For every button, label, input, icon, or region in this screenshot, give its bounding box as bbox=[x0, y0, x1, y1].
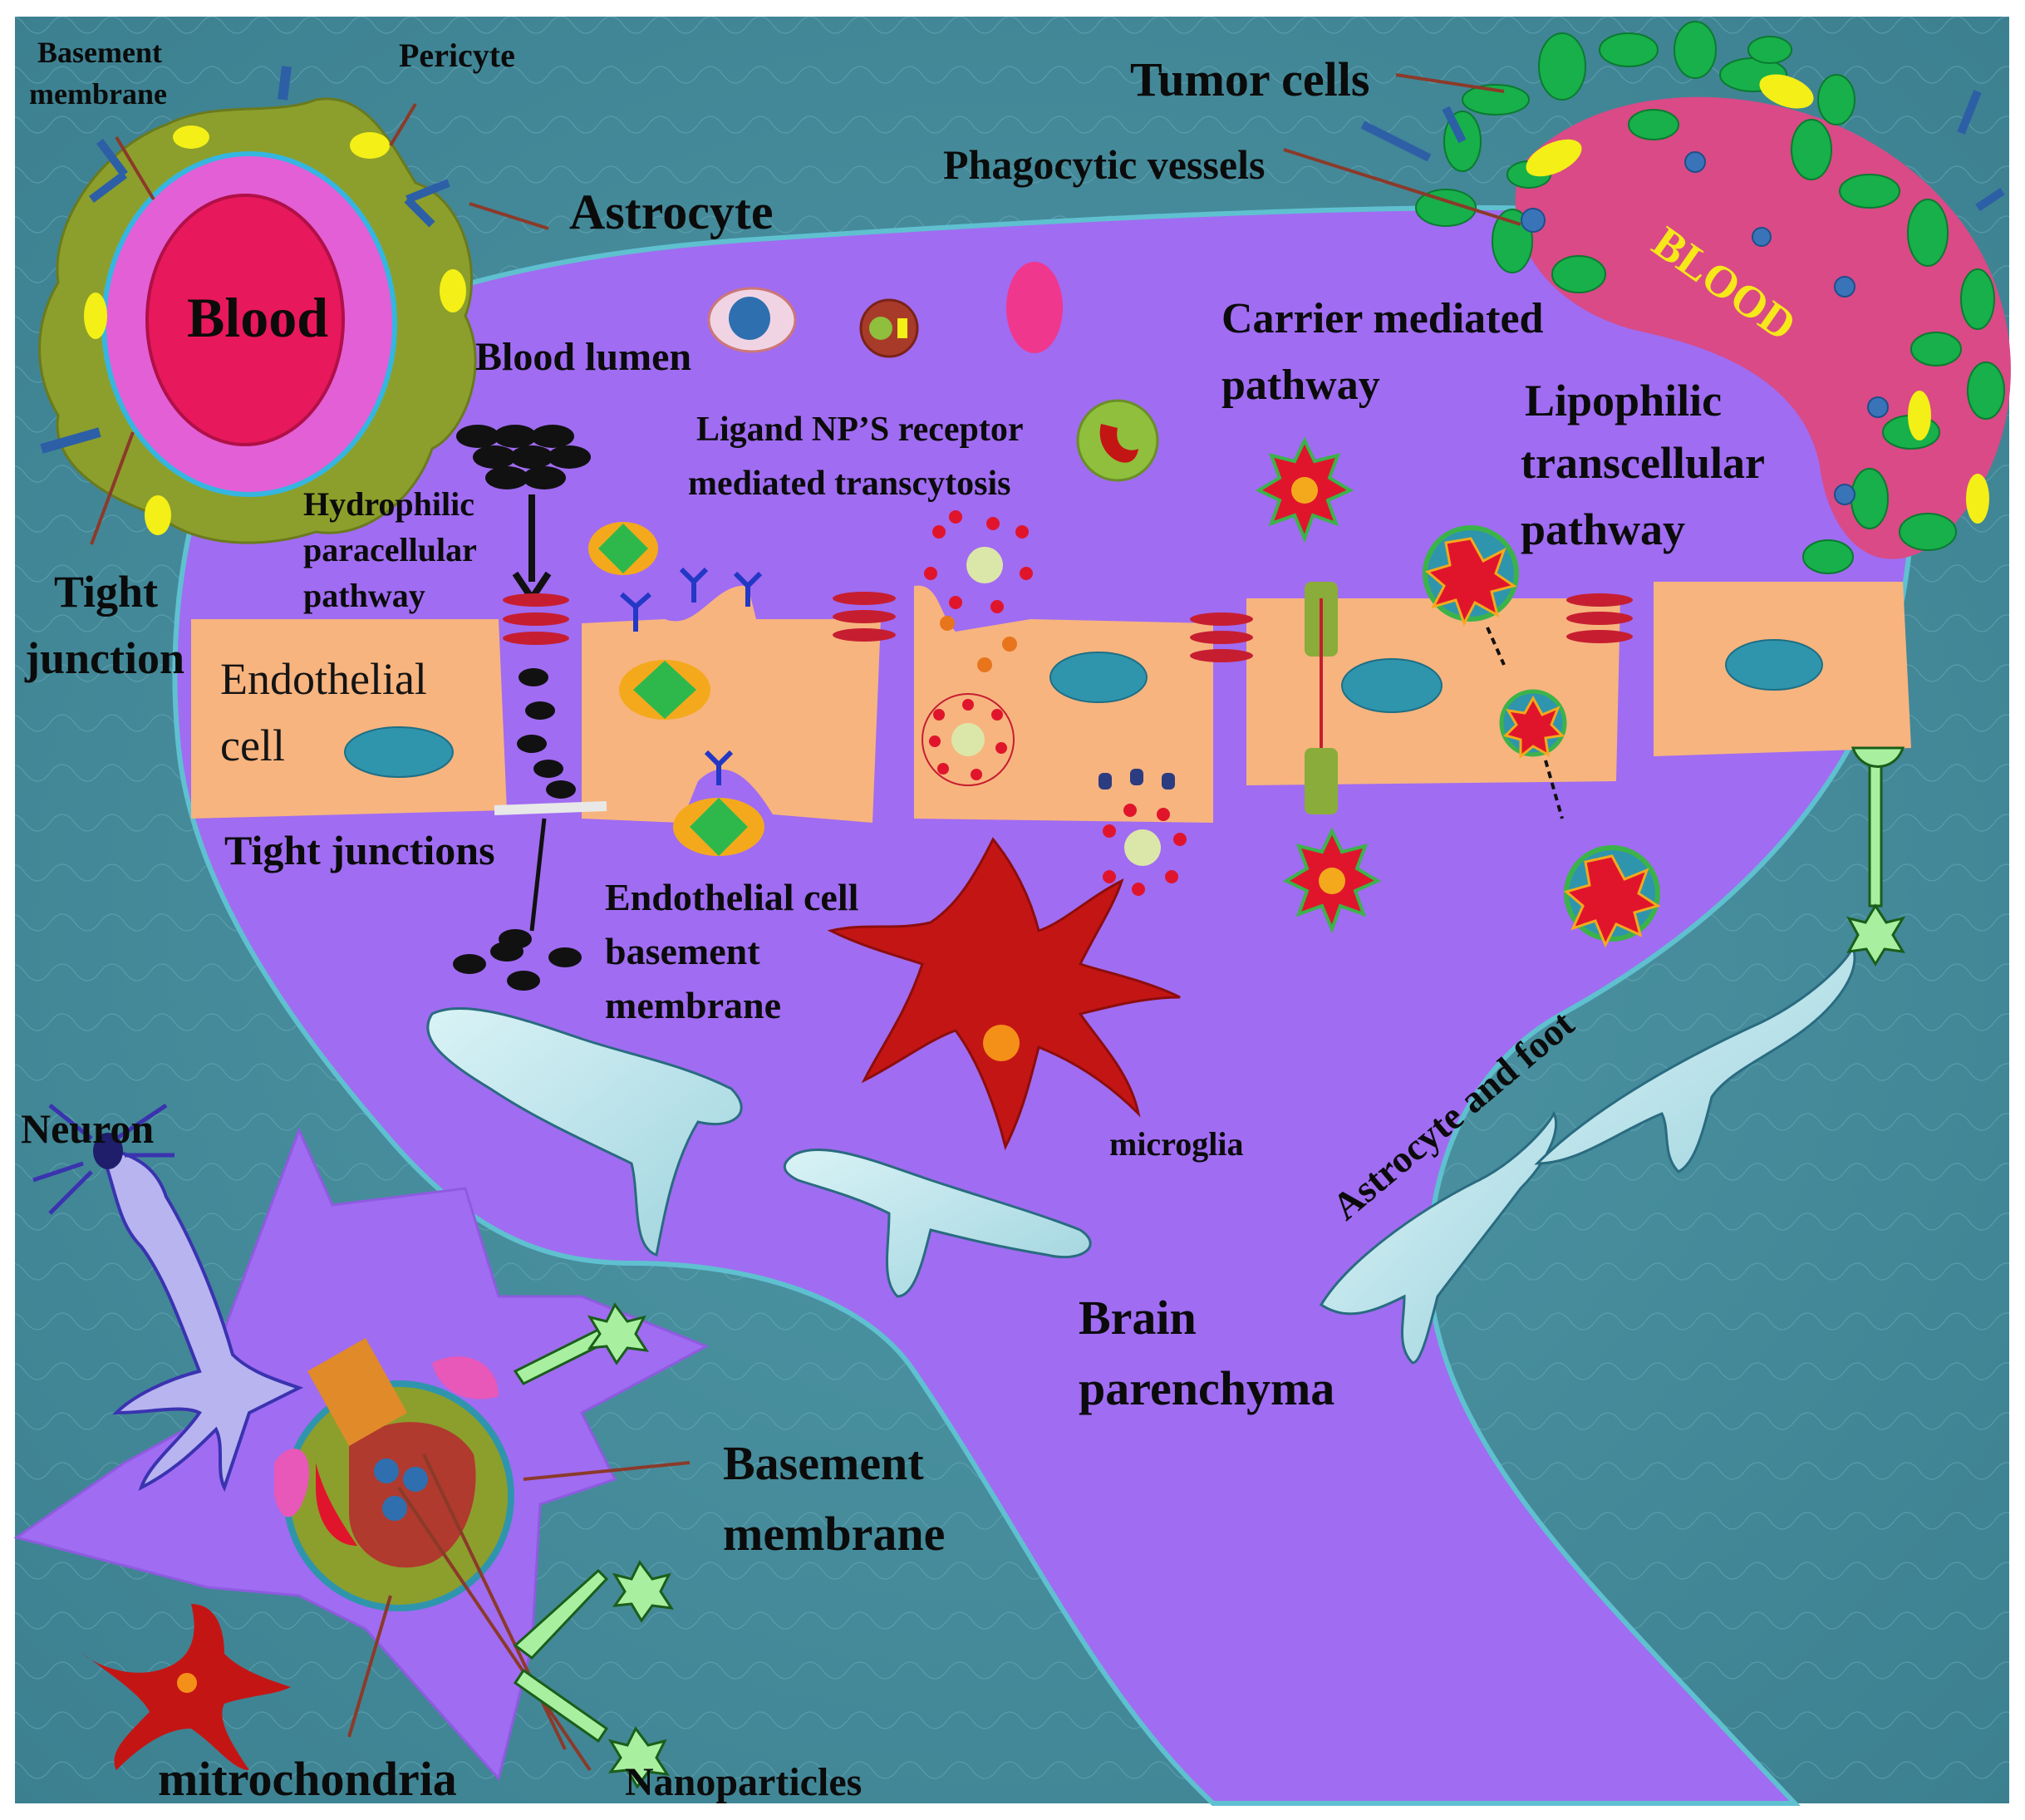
basement-bottom-label-1: Basement bbox=[723, 1436, 924, 1490]
endothelial-cell-icon bbox=[191, 582, 1911, 823]
basement-bottom-label-2: membrane bbox=[723, 1507, 945, 1561]
phagocytic-vessels-label: Phagocytic vessels bbox=[943, 141, 1265, 188]
carrier-nanoparticles bbox=[1255, 436, 1382, 934]
tight-junctions-label: Tight junctions bbox=[224, 827, 495, 873]
microglia-icon bbox=[827, 837, 1181, 1151]
mitochondria-icon bbox=[274, 1338, 514, 1611]
tumor-vessel-icon bbox=[1360, 21, 2011, 614]
ecbm-label-2: basement bbox=[605, 930, 760, 972]
hydrophilic-label-1: Hydrophilic bbox=[303, 485, 474, 523]
lipophilic-nanoparticles bbox=[1423, 525, 1661, 948]
escaped-particles bbox=[453, 929, 582, 991]
tube-connector bbox=[494, 801, 607, 815]
tight-junction-label-2: junction bbox=[24, 633, 184, 683]
ecbm-label-1: Endothelial cell bbox=[605, 876, 858, 918]
lipophilic-label-3: pathway bbox=[1521, 504, 1685, 554]
ecbm-label-3: membrane bbox=[605, 984, 781, 1026]
receptor-icons bbox=[620, 567, 763, 785]
carrier-label-2: pathway bbox=[1221, 362, 1380, 409]
mitochondria-label: mitrochondria bbox=[158, 1752, 457, 1806]
glia-lower-icons bbox=[513, 1302, 675, 1789]
hydrophilic-label-2: paracellular bbox=[303, 531, 477, 568]
red-glia-icon bbox=[83, 1604, 291, 1770]
blood-lumen-label: Blood lumen bbox=[475, 335, 691, 379]
tumor-cells-label: Tumor cells bbox=[1130, 52, 1369, 106]
vessel-cross-section-icon bbox=[38, 66, 477, 544]
brain-label-2: parenchyma bbox=[1079, 1361, 1334, 1415]
neuron-icon bbox=[32, 1103, 304, 1493]
endothelial-nuclei bbox=[344, 639, 1823, 778]
basement-membrane-top-label-1: Basement bbox=[37, 36, 162, 69]
basement-membrane-top-label-2: membrane bbox=[29, 77, 167, 111]
lipophilic-label-1: Lipophilic bbox=[1525, 376, 1722, 425]
hydrophilic-particles bbox=[456, 425, 591, 489]
brain-label-1: Brain bbox=[1079, 1291, 1197, 1345]
endothelial-label-2: cell bbox=[220, 721, 285, 770]
blood-label: Blood bbox=[187, 286, 328, 349]
lipophilic-label-2: transcellular bbox=[1521, 438, 1765, 488]
ligand-label-1: Ligand NP’S receptor bbox=[696, 411, 1024, 449]
tight-junction-label-1: Tight bbox=[54, 567, 158, 617]
glia-right-icon bbox=[1846, 746, 1906, 967]
endothelial-label-1: Endothelial bbox=[220, 654, 427, 704]
nanoparticles-label: Nanoparticles bbox=[625, 1760, 862, 1804]
neuron-label: Neuron bbox=[21, 1105, 154, 1152]
hydrophilic-label-3: pathway bbox=[303, 577, 425, 614]
microglia-label: microglia bbox=[1109, 1125, 1243, 1163]
nanoparticle-icon bbox=[588, 522, 764, 856]
blood-lumen-particles bbox=[707, 262, 1159, 482]
pericyte-label: Pericyte bbox=[399, 37, 515, 74]
paracellular-particles bbox=[517, 668, 576, 799]
ligand-np-cluster bbox=[922, 510, 1187, 896]
astrocyte-label: Astrocyte bbox=[569, 184, 773, 239]
tight-junction-icon bbox=[503, 592, 1633, 662]
ligand-label-2: mediated transcytosis bbox=[688, 465, 1010, 503]
carrier-label-1: Carrier mediated bbox=[1221, 295, 1544, 342]
astrocyte-icon bbox=[426, 944, 1856, 1365]
